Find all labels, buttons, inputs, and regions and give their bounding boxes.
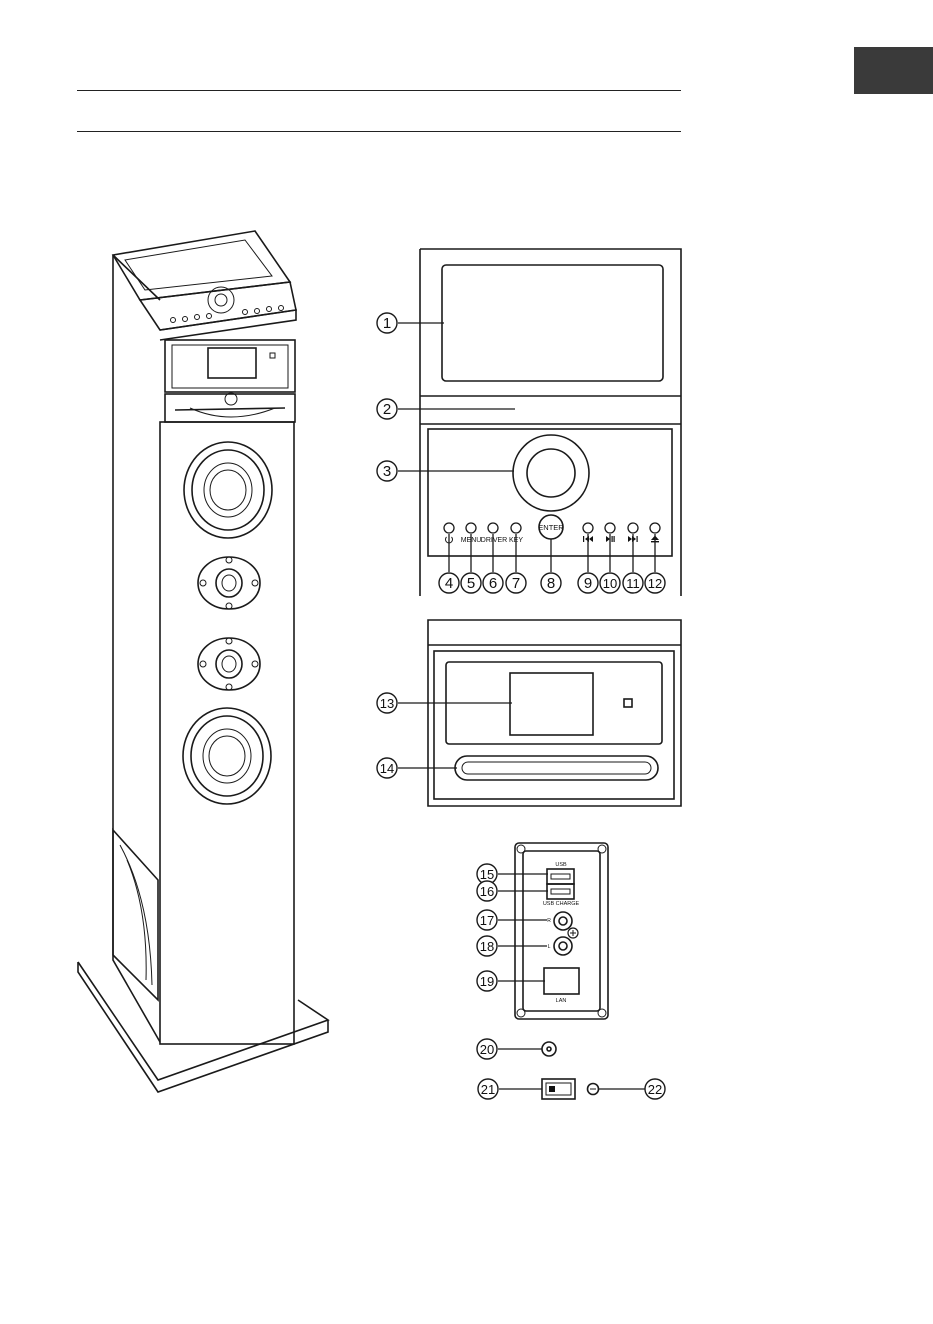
callout-number: 9 — [584, 575, 592, 592]
callout-1: 1 — [377, 313, 397, 333]
callout-5: 5 — [461, 573, 481, 593]
callout-number: 2 — [383, 401, 391, 418]
callout-number: 14 — [380, 761, 394, 776]
lan-port — [544, 968, 579, 994]
callout-number: 13 — [380, 696, 394, 711]
callout-6: 6 — [483, 573, 503, 593]
lcd-screen — [510, 673, 593, 735]
callout-21: 21 — [478, 1079, 498, 1099]
callout-number: 4 — [445, 575, 453, 592]
rear-port-panel: USB USB CHARGE R L LAN — [515, 843, 608, 1019]
callout-number: 17 — [480, 913, 494, 928]
callout-20: 20 — [477, 1039, 497, 1059]
callout-number: 12 — [648, 576, 662, 591]
callout-number: 20 — [480, 1042, 494, 1057]
key-button — [511, 523, 521, 533]
power-button — [444, 523, 454, 533]
enter-label: ENTER — [538, 523, 564, 532]
callout-18: 18 — [477, 936, 497, 956]
callout-number: 16 — [480, 884, 494, 899]
lan-label: LAN — [556, 998, 567, 1004]
usb-label: USB — [555, 862, 567, 868]
prev-button — [583, 523, 593, 533]
callout-2: 2 — [377, 399, 397, 419]
rca-left-jack — [554, 937, 572, 955]
driver-label: DRIVER — [481, 537, 507, 544]
rca-right-jack — [554, 912, 572, 930]
callout-11: 11 — [623, 573, 643, 593]
driver-button — [488, 523, 498, 533]
callout-number: 22 — [648, 1082, 662, 1097]
callout-number: 21 — [481, 1082, 495, 1097]
menu-button — [466, 523, 476, 533]
l-label: L — [548, 944, 551, 950]
display-window — [442, 265, 663, 381]
r-label: R — [547, 918, 551, 924]
callout-8: 8 — [541, 573, 561, 593]
power-switch — [542, 1079, 575, 1099]
callout-9: 9 — [578, 573, 598, 593]
callout-10: 10 — [600, 573, 620, 593]
callout-number: 18 — [480, 939, 494, 954]
callout-3: 3 — [377, 461, 397, 481]
callout-number: 7 — [512, 575, 520, 592]
callout-14: 14 — [377, 758, 397, 778]
callout-12: 12 — [645, 573, 665, 593]
callout-16: 16 — [477, 881, 497, 901]
cd-slot — [455, 756, 658, 780]
display-cd-panel — [428, 620, 681, 806]
next-button — [628, 523, 638, 533]
callout-number: 1 — [383, 315, 391, 332]
eject-button — [650, 523, 660, 533]
callout-number: 6 — [489, 575, 497, 592]
play-pause-button — [605, 523, 615, 533]
tower-speaker-illustration — [78, 231, 328, 1092]
callout-19: 19 — [477, 971, 497, 991]
usb-charge-label: USB CHARGE — [543, 901, 580, 907]
callout-7: 7 — [506, 573, 526, 593]
callout-17: 17 — [477, 910, 497, 930]
ir-sensor — [624, 699, 632, 707]
callout-number: 15 — [480, 867, 494, 882]
callout-number: 3 — [383, 463, 391, 480]
callout-number: 19 — [480, 974, 494, 989]
rotary-knob — [513, 435, 589, 511]
dc-jack — [542, 1042, 556, 1056]
callout-number: 8 — [547, 575, 555, 592]
leader-lines — [398, 323, 655, 1089]
callout-22: 22 — [645, 1079, 665, 1099]
callout-13: 13 — [377, 693, 397, 713]
callout-number: 5 — [467, 575, 475, 592]
callout-number: 11 — [626, 576, 640, 591]
callout-number: 10 — [603, 576, 617, 591]
callout-4: 4 — [439, 573, 459, 593]
